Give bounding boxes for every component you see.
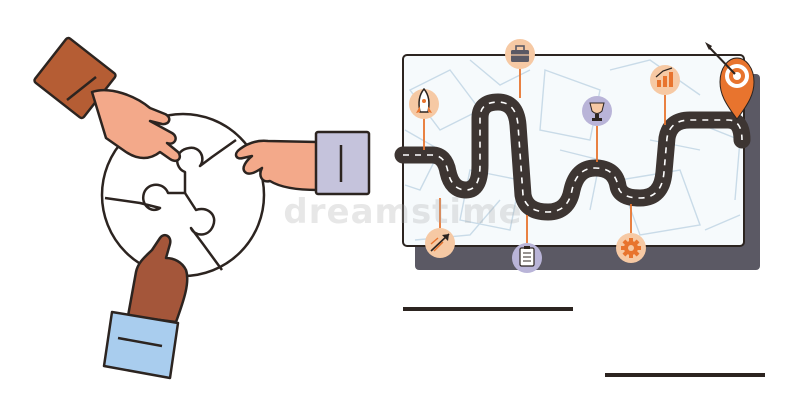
hand-top-left [33,36,182,163]
rocket-icon [409,87,439,119]
milestone-stems [423,68,666,243]
trophy-icon [582,96,612,126]
decor-line [403,307,573,311]
puzzle-piece-seam [104,183,185,212]
roadmap-screen [394,54,760,270]
target-icon [705,42,755,120]
puzzle-piece-seam [176,138,237,193]
watermark-text: dreamstime [283,192,523,232]
hand-right [234,130,371,196]
checklist-icon [512,243,542,273]
gear-icon [616,233,646,263]
growth-chart-icon [650,65,680,95]
hand-bottom [102,233,189,380]
puzzle-piece-seam [183,192,224,271]
decor-line [605,373,765,377]
briefcase-icon [505,39,535,69]
analytics-arrow-icon [425,228,455,258]
